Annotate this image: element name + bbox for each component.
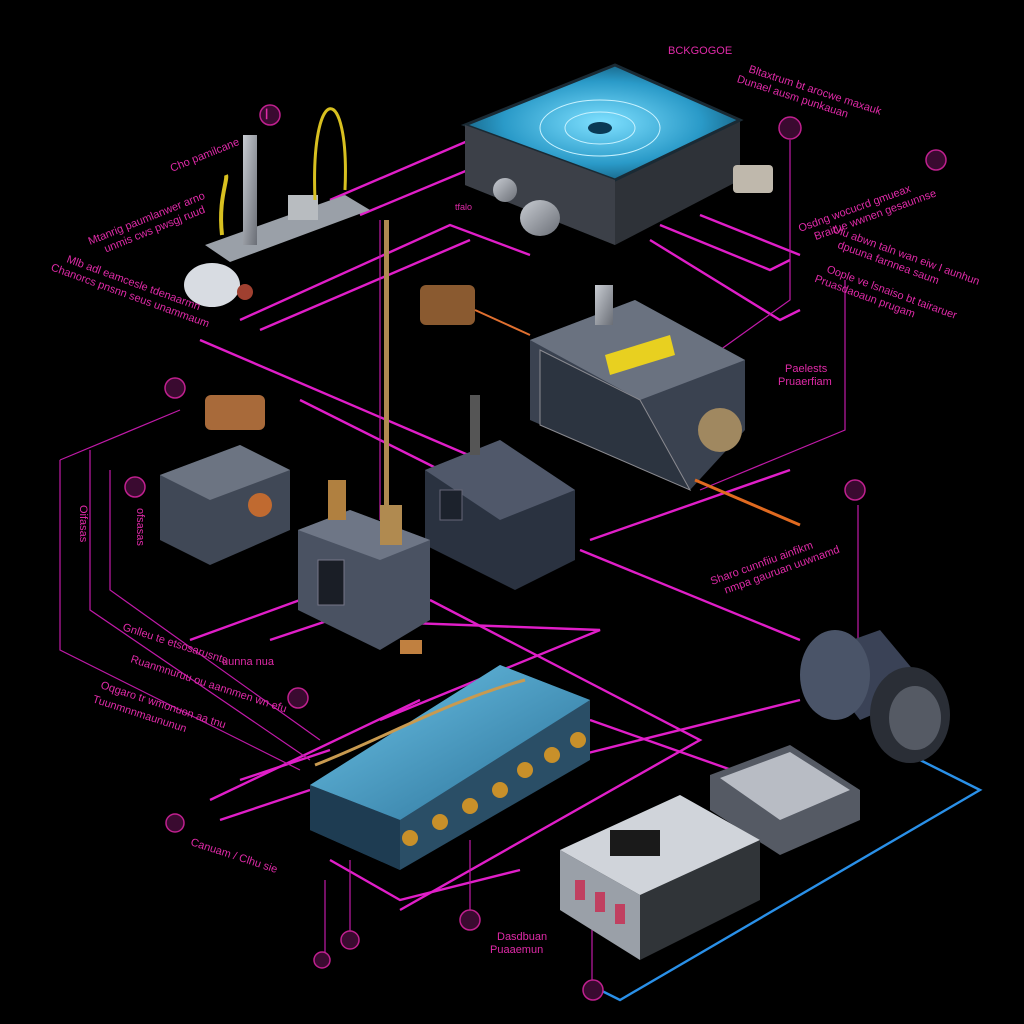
connector-part xyxy=(420,285,531,336)
label: ofsasas xyxy=(134,508,146,546)
antenna-module xyxy=(298,220,430,654)
badge-icon xyxy=(459,909,481,931)
svg-text:ꟾ: ꟾ xyxy=(265,108,268,122)
label: BCKGOGOE xyxy=(668,45,732,57)
circuit-board-module xyxy=(425,395,575,590)
badges: ꟾ xyxy=(124,104,947,1001)
label: Puaaemun xyxy=(490,944,543,956)
badge-icon xyxy=(582,979,604,1001)
badge-icon xyxy=(844,479,866,501)
badge-icon xyxy=(778,116,802,140)
badge-icon xyxy=(313,951,331,969)
ripple-tank-module xyxy=(460,63,773,245)
wiring xyxy=(59,138,983,1002)
badge-icon xyxy=(164,377,186,399)
badge-icon xyxy=(165,813,185,833)
label: Dasdbuan xyxy=(497,931,547,943)
badge-icon xyxy=(124,476,146,498)
label: tfalo xyxy=(455,202,472,212)
processor-module xyxy=(530,285,801,527)
badge-icon xyxy=(287,687,309,709)
cylinder-module xyxy=(800,630,950,763)
label: Pruaerfiam xyxy=(778,376,832,388)
badge-icon: ꟾ xyxy=(259,104,281,126)
left-modules xyxy=(160,395,290,565)
label: uunna nua xyxy=(222,656,275,668)
sensor-board-module xyxy=(184,107,370,307)
distribution-module xyxy=(310,665,590,870)
badge-icon xyxy=(340,930,360,950)
label: Paelests xyxy=(785,363,828,375)
label: Cho pamilcane xyxy=(169,136,242,175)
label: Oifasas xyxy=(77,505,89,543)
power-module xyxy=(560,745,860,960)
label: Canuam / Clhu sie xyxy=(189,836,279,875)
badge-icon xyxy=(925,149,947,171)
